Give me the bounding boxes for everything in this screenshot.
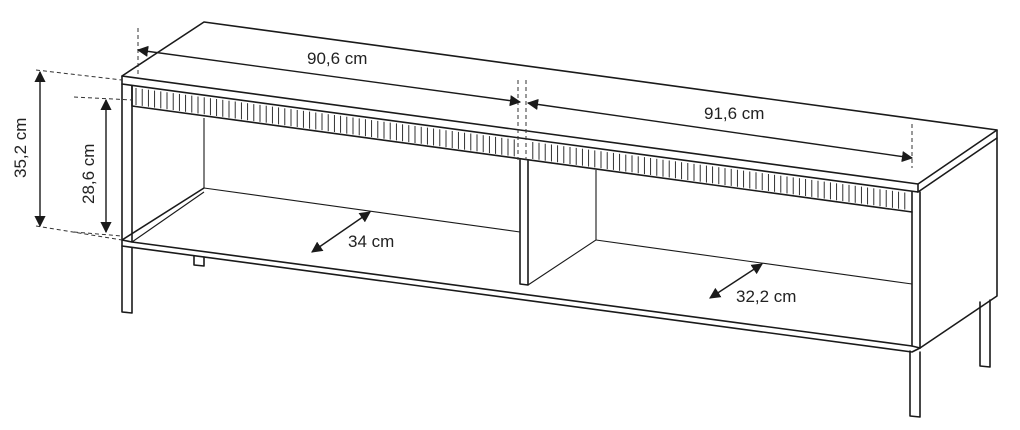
- inner-back-line-right: [595, 239, 913, 285]
- leg-back-right: [979, 299, 991, 368]
- fluted-front-panel: [131, 85, 913, 213]
- dim-width-right-label: 91,6 cm: [704, 104, 764, 123]
- extension-line-height-top: [35, 69, 123, 81]
- top-surface: [121, 21, 998, 185]
- dim-depth-left-label: 34 cm: [348, 232, 394, 251]
- dim-width-left-label: 90,6 cm: [307, 49, 367, 68]
- bottom-shelf: [121, 187, 921, 353]
- dim-depth-right-label: 32,2 cm: [736, 287, 796, 306]
- arrow-width-right: [526, 98, 914, 163]
- leg-back-left: [193, 255, 205, 267]
- dim-height-total-label: 35,2 cm: [11, 118, 30, 178]
- extension-line-height-bottom: [35, 225, 123, 241]
- right-side-outer: [919, 137, 998, 349]
- bottom-shelf-back: [131, 191, 205, 243]
- left-side-panel: [121, 83, 133, 243]
- right-side-panel: [911, 191, 921, 349]
- dim-height-inner-label: 28,6 cm: [79, 144, 98, 204]
- inner-back-line-left: [203, 187, 521, 233]
- leg-front-left: [121, 245, 133, 314]
- top-right-edge: [917, 129, 998, 193]
- arrow-depth-right: [709, 263, 763, 299]
- arrow-depth-left: [311, 211, 371, 253]
- middle-divider: [519, 159, 529, 286]
- leg-front-right: [909, 350, 921, 418]
- middle-divider-side: [527, 170, 597, 286]
- extension-line-inner-top: [73, 96, 133, 101]
- extension-line-inner-bottom: [73, 231, 123, 237]
- arrow-width-left: [136, 45, 522, 107]
